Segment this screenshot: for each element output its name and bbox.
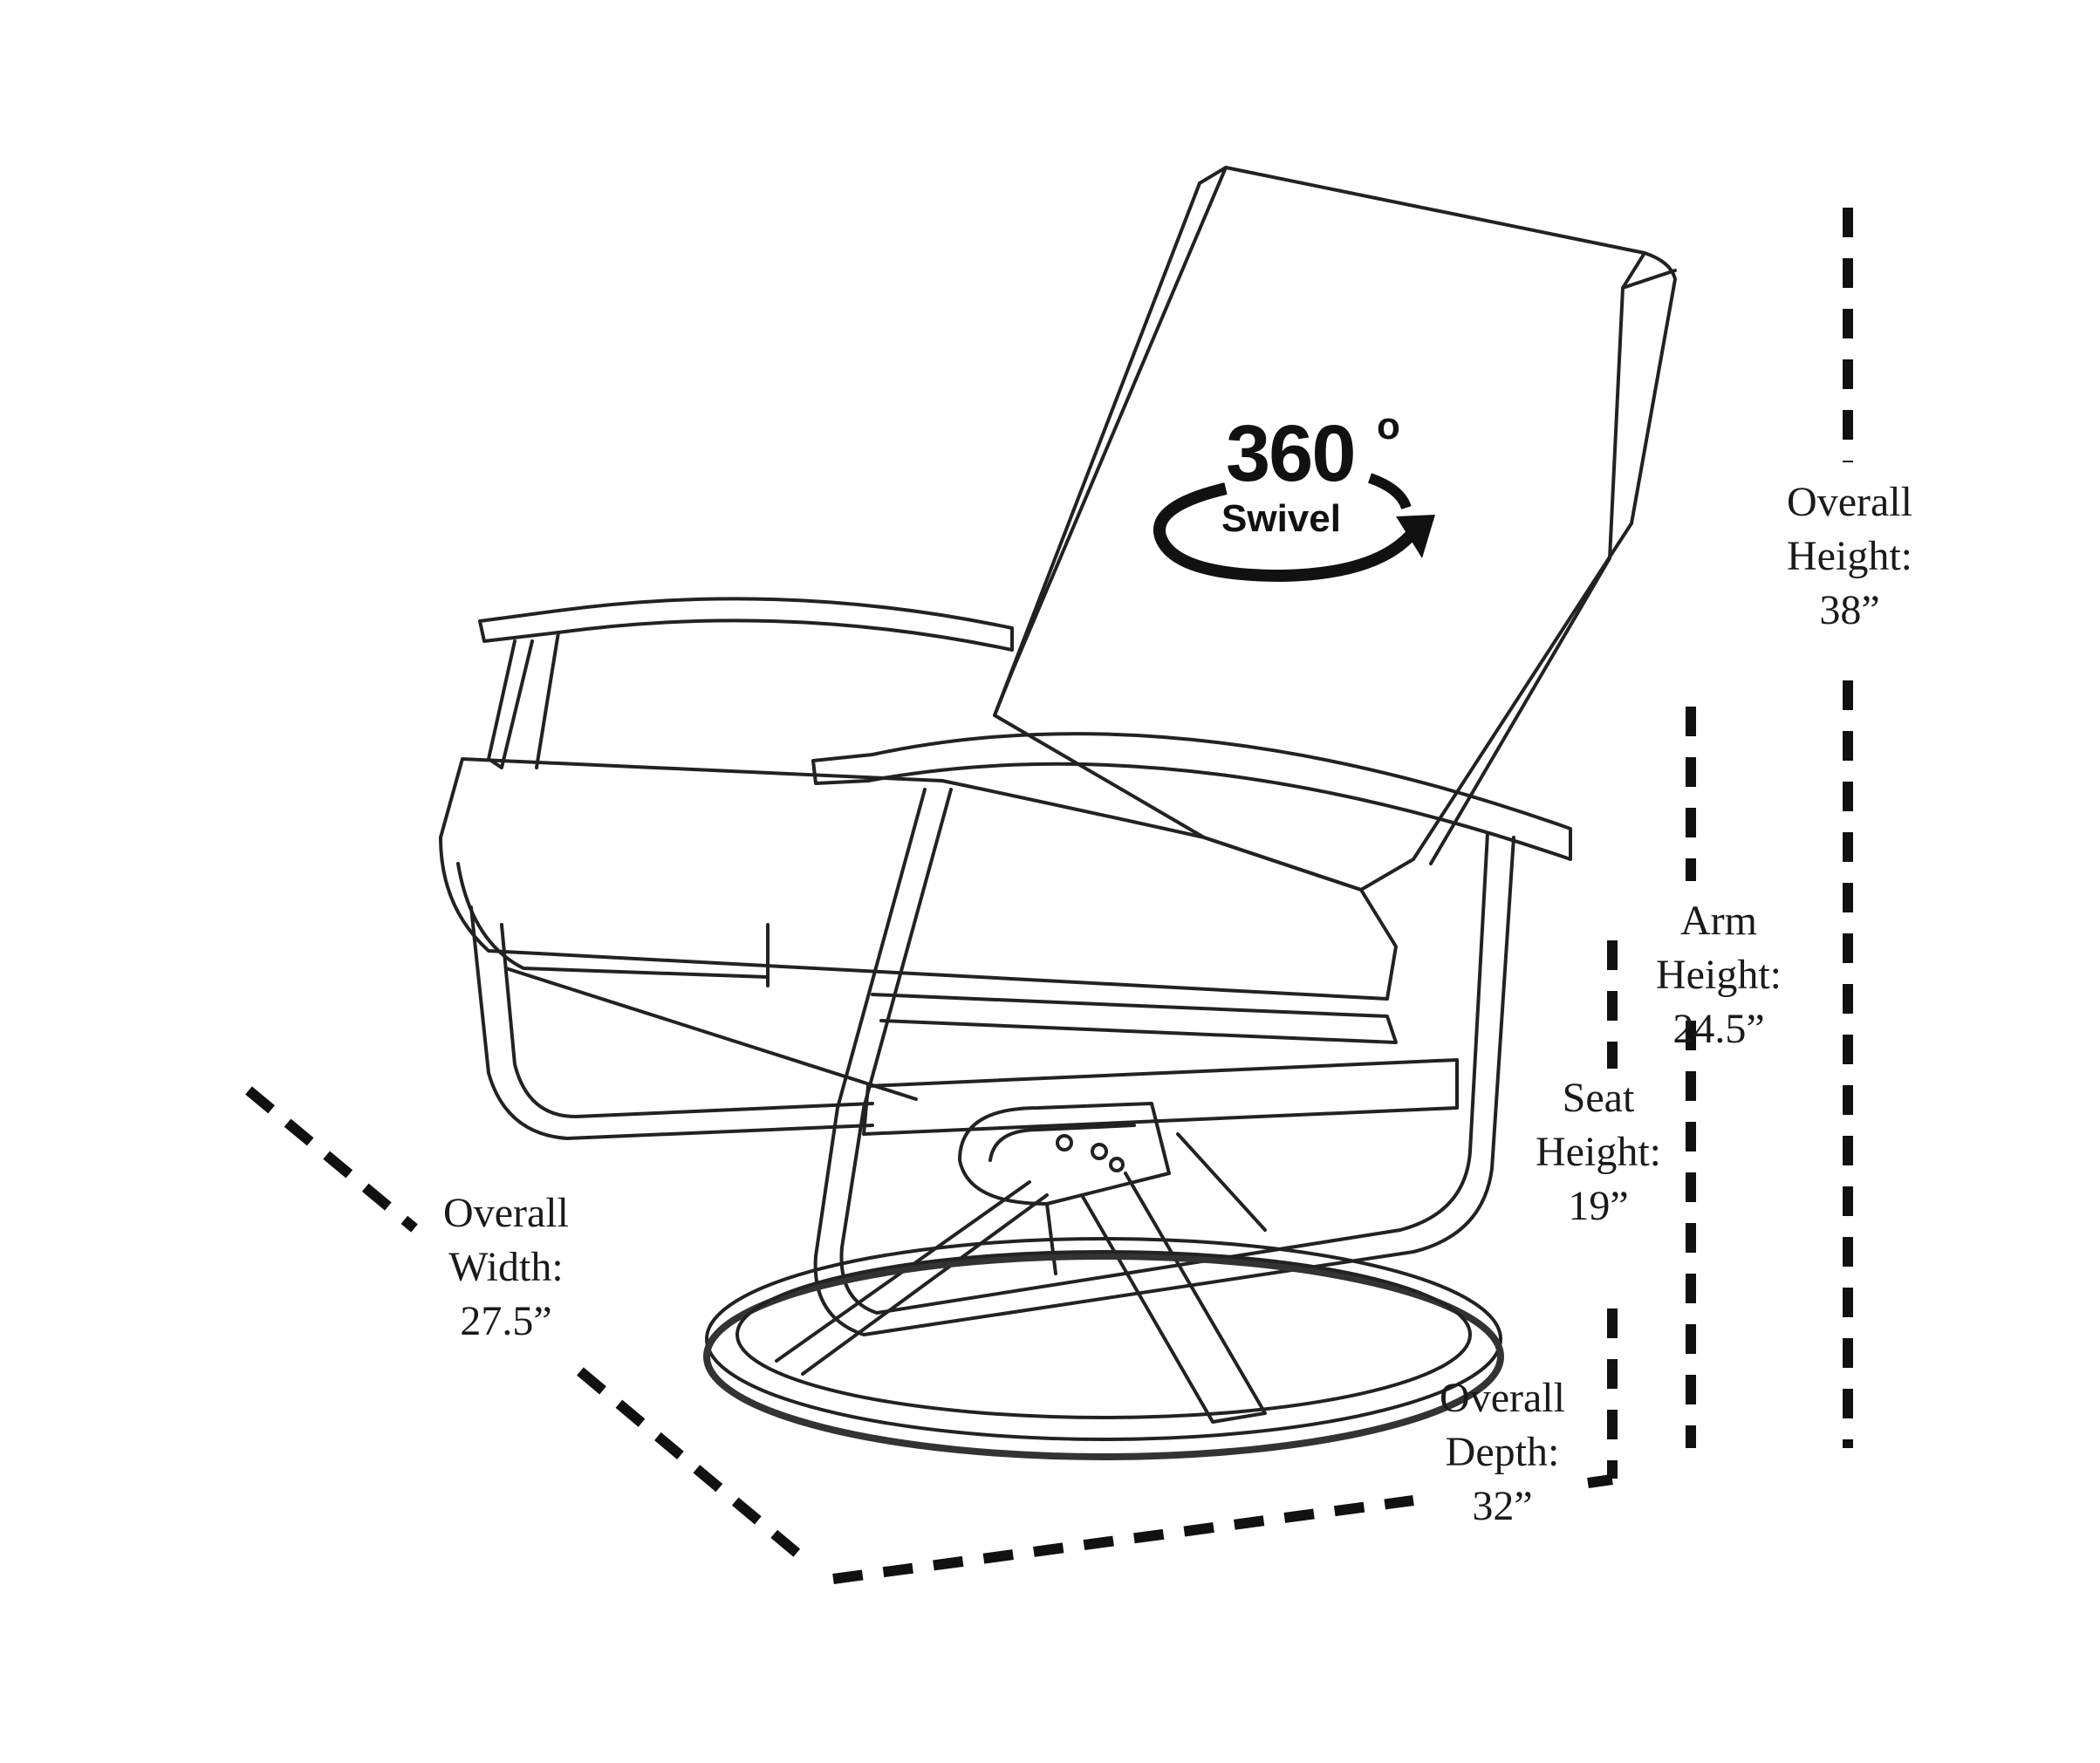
badge-text: Swivel (1221, 497, 1341, 540)
seat-height-label: Seat Height: 19” (1536, 1075, 1661, 1229)
overall-depth-label: Overall Depth: 32” (1440, 1375, 1565, 1529)
swivel-badge: 360 o Swivel (1152, 405, 1448, 584)
overall-width-line-top (245, 1086, 418, 1233)
overall-height-label: Overall Height: 38” (1787, 479, 1912, 633)
dimension-lines (245, 208, 1853, 1584)
arm-height-label: Arm Height: 24.5” (1656, 898, 1782, 1052)
overall-width-label: Overall Width: 27.5” (443, 1190, 569, 1344)
overall-width-line-bottom (577, 1367, 811, 1566)
overall-depth-line (832, 1495, 1414, 1584)
chair-drawing (439, 166, 1677, 1460)
badge-degree-symbol: o (1377, 405, 1400, 448)
overall-depth-line-end (1587, 1474, 1613, 1488)
badge-degrees: 360 (1226, 409, 1356, 498)
rotate-arrow-icon (1153, 473, 1435, 583)
